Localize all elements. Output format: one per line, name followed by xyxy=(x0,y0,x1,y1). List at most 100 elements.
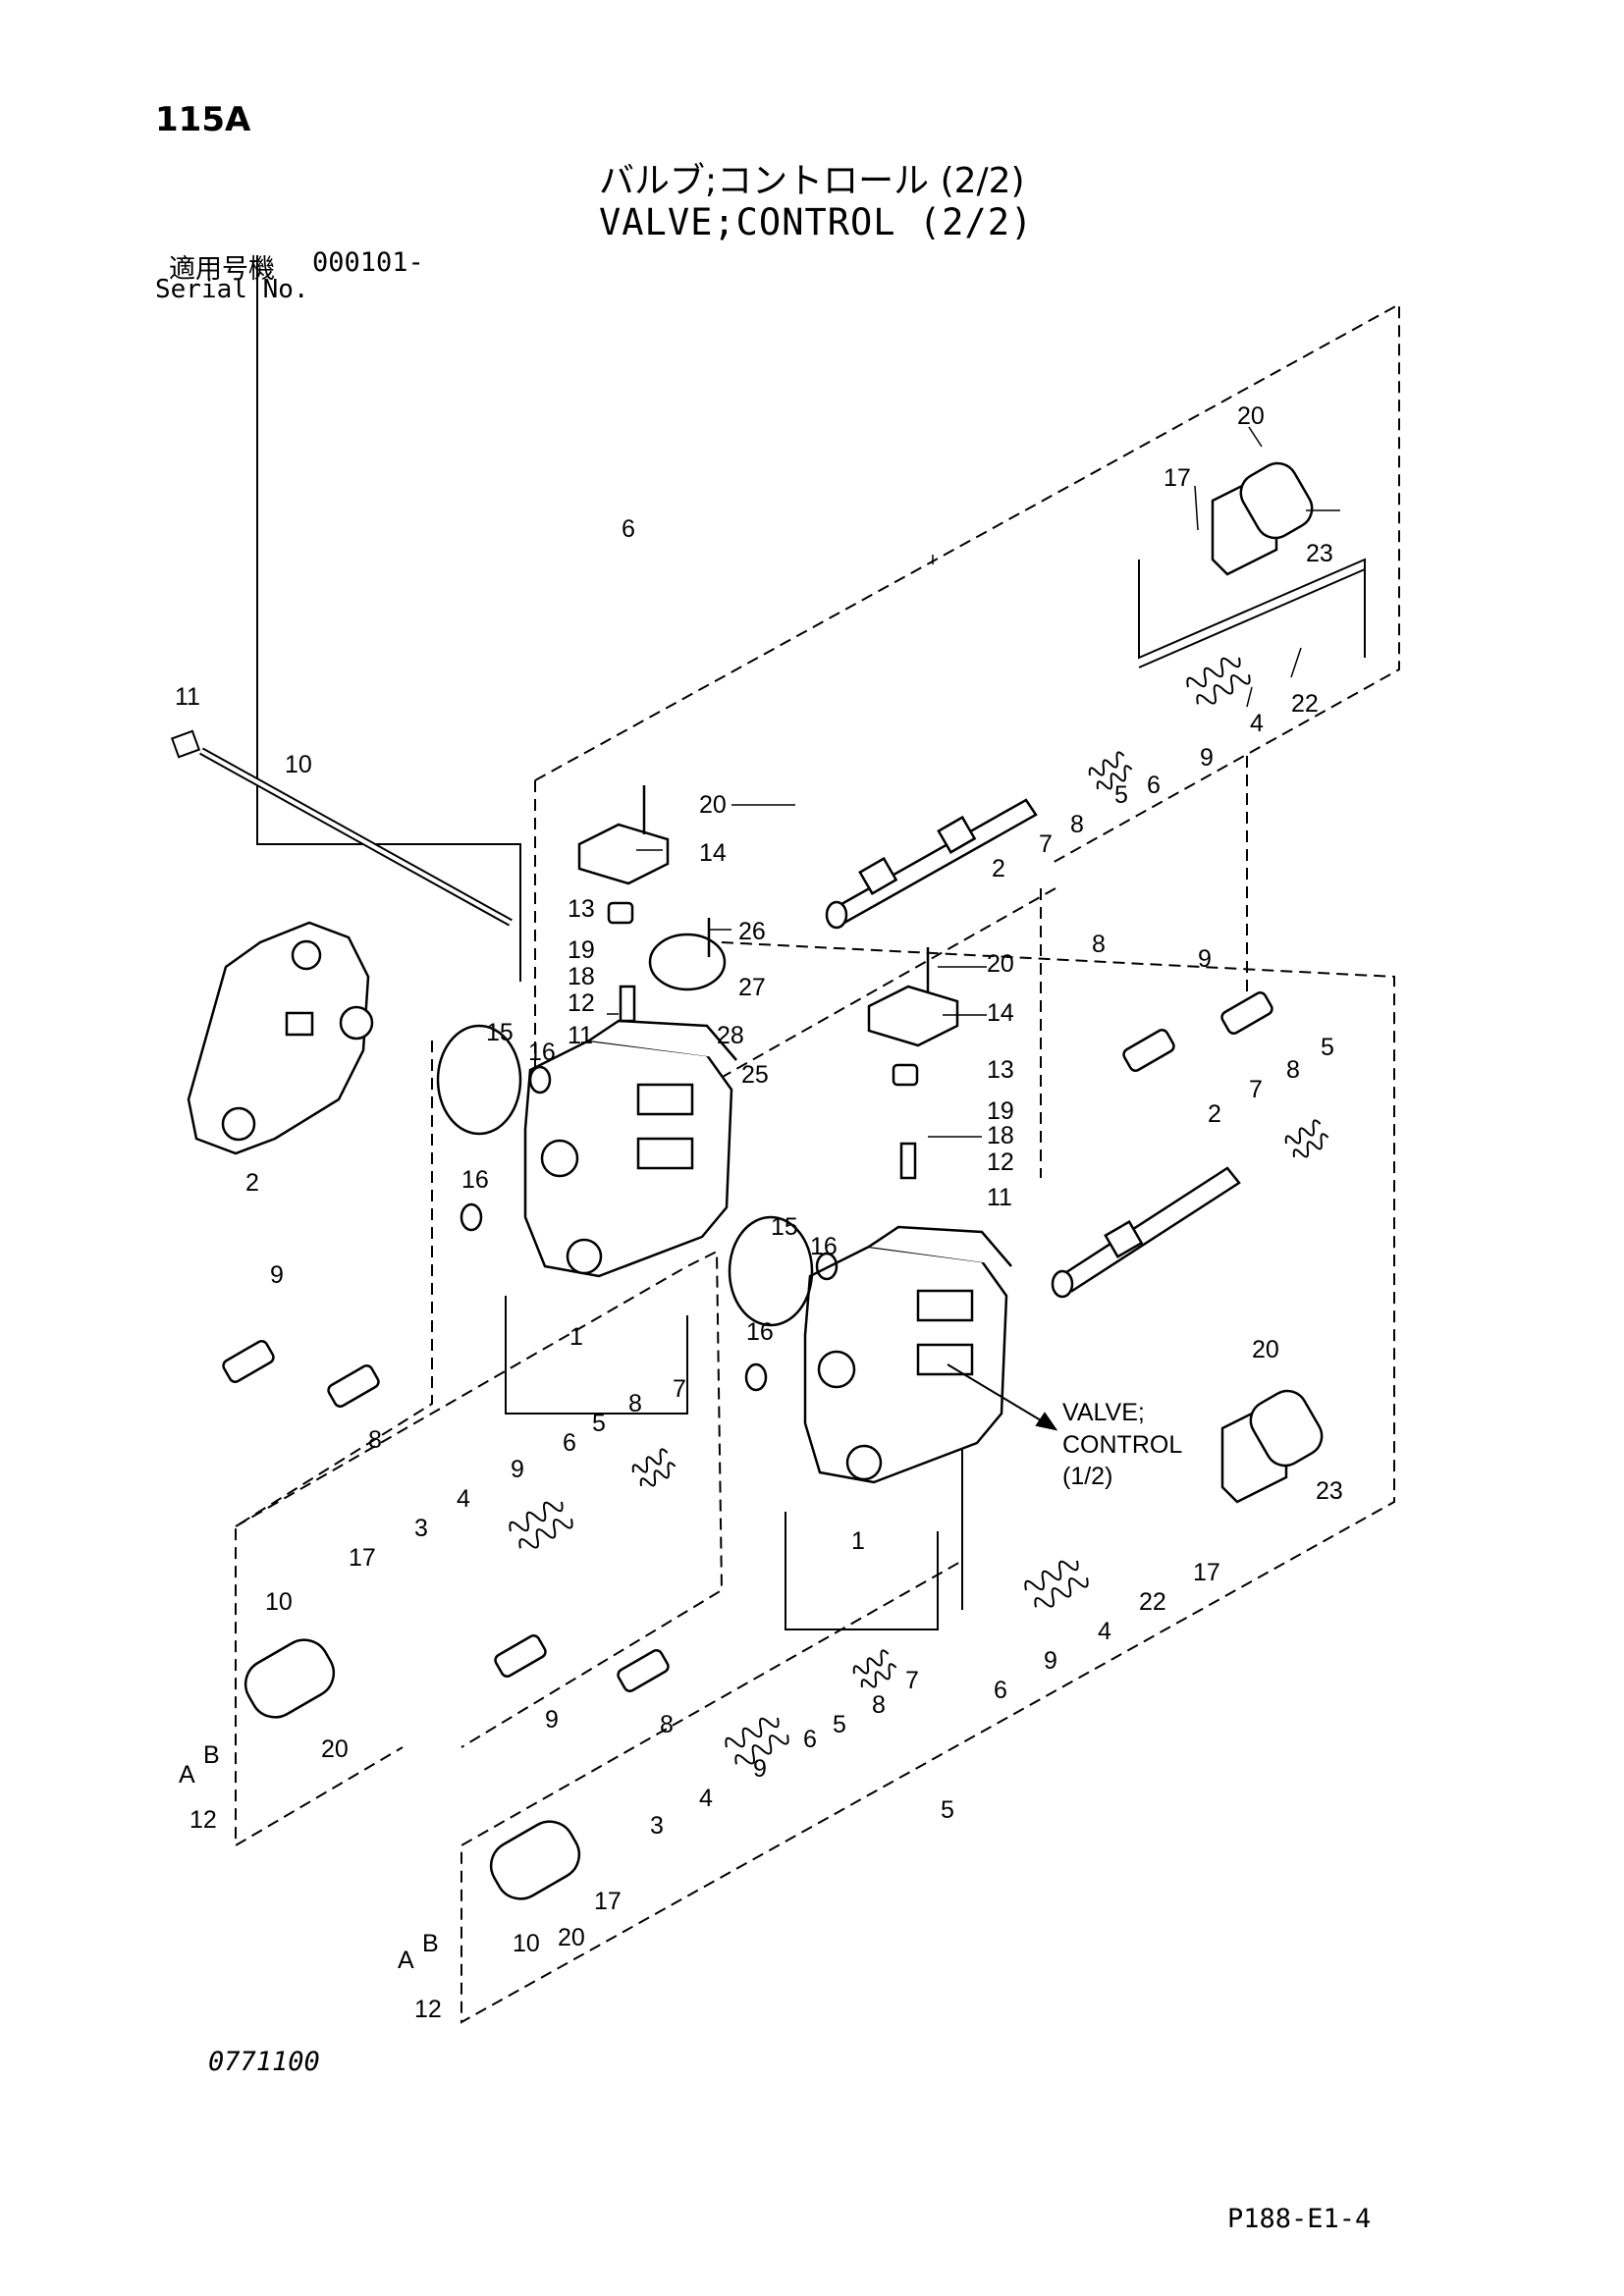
callout-11-upper: 11 xyxy=(568,1022,593,1049)
callout-6-top: 6 xyxy=(622,515,635,543)
callout-8-left: 8 xyxy=(368,1426,382,1454)
boundary-group-6 xyxy=(534,302,1400,865)
callout-6-mid: 6 xyxy=(1147,772,1161,799)
callout-23-right: 23 xyxy=(1316,1477,1343,1505)
callout-25: 25 xyxy=(741,1061,769,1089)
callout-9-top: 9 xyxy=(1200,744,1214,772)
callout-27: 27 xyxy=(738,974,766,1001)
callout-8-right: 8 xyxy=(1092,931,1106,958)
callout-6-mid-2: 6 xyxy=(803,1726,817,1753)
callout-19-lower: 19 xyxy=(987,1097,1014,1125)
serial-range: 000101- xyxy=(312,247,424,278)
page-number: 115A xyxy=(155,100,251,139)
callout-12-left: 12 xyxy=(189,1806,217,1834)
callout-20-bottom: 20 xyxy=(558,1924,585,1951)
callout-20-lower: 20 xyxy=(987,950,1014,978)
callout-18-lower: 18 xyxy=(987,1122,1014,1149)
callout-2-right: 2 xyxy=(1208,1100,1221,1128)
callout-9-right-2: 9 xyxy=(1044,1647,1057,1675)
part-spool-upper xyxy=(825,798,1038,930)
callout-20-left: 20 xyxy=(321,1735,349,1763)
drawing-number: 0771100 xyxy=(208,2047,320,2077)
callout-16-lower: 16 xyxy=(810,1233,838,1260)
callout-22-top: 22 xyxy=(1291,690,1319,718)
callout-5-left: 5 xyxy=(592,1410,606,1437)
o-rings xyxy=(436,1024,839,1392)
callout-1-lower: 1 xyxy=(851,1527,865,1555)
boundary-group-1 xyxy=(235,1250,724,1748)
page-reference: P188-E1-4 xyxy=(1227,2204,1372,2234)
callout-a-bottom: A xyxy=(398,1947,414,1974)
callout-7-right: 7 xyxy=(1249,1076,1263,1103)
callout-22-right: 22 xyxy=(1139,1588,1166,1616)
callout-6-left: 6 xyxy=(563,1429,576,1457)
assembly-boundaries xyxy=(235,302,1400,2024)
callout-3-mid: 3 xyxy=(650,1812,664,1840)
callout-20-top: 20 xyxy=(1237,402,1265,430)
callout-2-top: 2 xyxy=(992,855,1005,882)
callout-17-top: 17 xyxy=(1164,464,1191,492)
callout-5-top: 5 xyxy=(1114,781,1128,809)
callout-14-lower: 14 xyxy=(987,999,1014,1027)
callout-15-upper: 15 xyxy=(486,1019,514,1046)
callout-9-mid-2: 9 xyxy=(753,1755,767,1783)
callout-3-left: 3 xyxy=(414,1515,428,1542)
callout-5-mid: 5 xyxy=(833,1711,846,1738)
callout-16-upper-lower: 16 xyxy=(461,1166,489,1194)
callout-11-left: 11 xyxy=(175,683,200,711)
assembly-brackets xyxy=(256,255,1366,1630)
callout-11-lower: 11 xyxy=(987,1184,1012,1211)
callout-8-mid-2: 8 xyxy=(872,1691,886,1719)
callout-13-upper: 13 xyxy=(568,895,595,923)
callout-9-left-2: 9 xyxy=(511,1456,524,1483)
callout-4-mid: 4 xyxy=(699,1785,713,1812)
callout-17-right: 17 xyxy=(1193,1559,1220,1586)
callout-labels: 6 20 17 23 22 4 9 6 5 8 7 2 11 10 2 20 1… xyxy=(175,402,1343,2023)
callout-15-lower: 15 xyxy=(771,1213,798,1241)
part-plate-2 xyxy=(187,921,374,1155)
callout-7-top: 7 xyxy=(1039,830,1053,858)
callout-19-upper: 19 xyxy=(568,936,595,964)
part-plugs xyxy=(222,991,1273,1692)
callout-a-left: A xyxy=(179,1761,195,1789)
serial-label-english: Serial No. xyxy=(155,275,309,304)
callout-14-upper: 14 xyxy=(699,839,727,867)
boundary-group-upper-left xyxy=(235,1041,433,1847)
callout-2-left: 2 xyxy=(245,1169,259,1197)
part-tie-rod-10 xyxy=(170,729,513,927)
callout-4-left: 4 xyxy=(457,1485,470,1513)
callout-8-right-2: 8 xyxy=(1286,1056,1300,1084)
title-japanese: バルブ;コントロール (2/2) xyxy=(599,161,1025,201)
reference-line-3: (1/2) xyxy=(1062,1463,1112,1490)
callout-9-mid: 9 xyxy=(545,1706,559,1734)
callout-8-mid: 8 xyxy=(660,1711,674,1738)
callout-13-lower: 13 xyxy=(987,1056,1014,1084)
part-spool-lower xyxy=(1051,1166,1241,1299)
callout-4-right: 4 xyxy=(1098,1618,1111,1645)
callout-10-bottom: 10 xyxy=(513,1930,540,1957)
callout-9-left: 9 xyxy=(270,1261,284,1289)
boundary-group-5 xyxy=(460,941,1395,2024)
callout-7-left: 7 xyxy=(673,1375,686,1403)
callout-5-bottom: 5 xyxy=(941,1796,954,1824)
callout-17-left: 17 xyxy=(349,1544,376,1572)
callout-12-upper: 12 xyxy=(568,989,595,1017)
callout-18-upper: 18 xyxy=(568,963,595,990)
callout-8-left-2: 8 xyxy=(628,1390,642,1417)
callout-12-lower: 12 xyxy=(987,1148,1014,1176)
callout-b-left: B xyxy=(203,1741,220,1769)
callout-20-upper: 20 xyxy=(699,791,727,819)
cross-reference-label: VALVE; CONTROL (1/2) xyxy=(1062,1399,1182,1490)
leader-lines xyxy=(607,426,1340,1138)
callout-17-bottom: 17 xyxy=(594,1888,622,1915)
reference-line-1: VALVE; xyxy=(1062,1399,1145,1426)
callout-12-bottom: 12 xyxy=(414,1996,442,2023)
callout-9-right: 9 xyxy=(1198,945,1212,973)
part-valve-body-upper xyxy=(523,1019,737,1278)
part-solenoid-covers xyxy=(244,461,1324,1900)
callout-5-right: 5 xyxy=(1321,1034,1334,1061)
callout-1-upper: 1 xyxy=(569,1323,583,1351)
callout-23-top: 23 xyxy=(1306,540,1333,567)
callout-10-left-2: 10 xyxy=(265,1588,293,1616)
callout-26: 26 xyxy=(738,918,766,945)
